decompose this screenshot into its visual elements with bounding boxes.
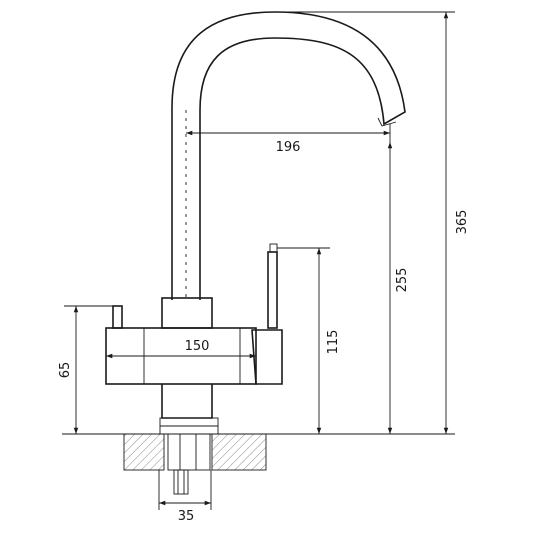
dim-spout-reach: 196 bbox=[186, 124, 391, 155]
label-shank-diameter: 35 bbox=[178, 509, 195, 524]
label-body-width: 150 bbox=[185, 339, 210, 354]
dim-total-height: 365 bbox=[280, 11, 470, 434]
dim-body-height: 65 bbox=[58, 305, 118, 434]
countertop-section bbox=[123, 433, 267, 471]
dim-shank-diameter: 35 bbox=[158, 470, 212, 524]
faucet-body bbox=[105, 297, 257, 427]
dim-handle-height: 115 bbox=[277, 247, 341, 434]
label-spout-height: 255 bbox=[395, 268, 410, 293]
label-total-height: 365 bbox=[455, 210, 470, 235]
label-body-height: 65 bbox=[58, 362, 73, 379]
dim-spout-height: 255 bbox=[387, 142, 410, 434]
left-knob bbox=[112, 305, 123, 329]
mounting-shank bbox=[159, 425, 219, 495]
dim-body-width: 150 bbox=[106, 339, 256, 359]
faucet-spout bbox=[171, 11, 406, 300]
label-handle-height: 115 bbox=[326, 330, 341, 355]
label-spout-reach: 196 bbox=[276, 140, 301, 155]
